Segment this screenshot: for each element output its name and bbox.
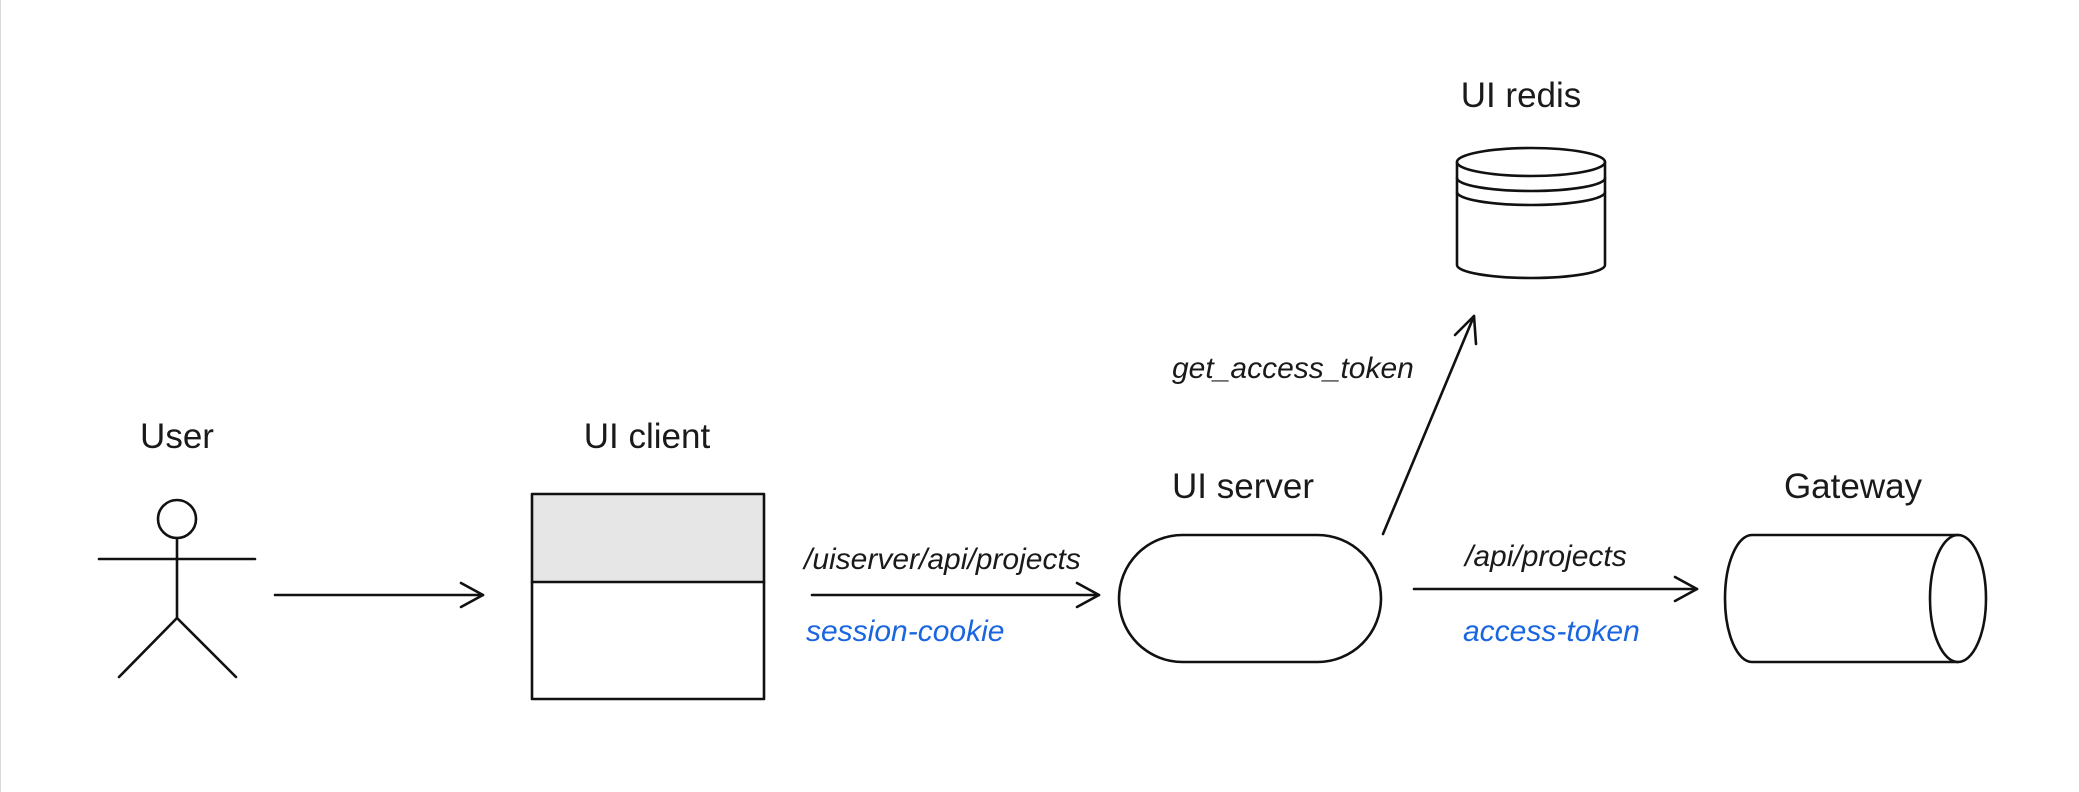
database-icon xyxy=(1455,146,1607,280)
server-to-gateway-sublabel: access-token xyxy=(1463,615,1640,648)
ui-redis-label: UI redis xyxy=(1461,76,1582,115)
ui-server-shape xyxy=(1117,533,1383,664)
ui-client-header xyxy=(532,494,764,582)
gateway-label: Gateway xyxy=(1784,467,1923,506)
gateway-cylinder-icon xyxy=(1723,533,1988,664)
edge-server-to-gateway: /api/projects access-token xyxy=(1412,540,1699,648)
client-to-server-label: /uiserver/api/projects xyxy=(802,543,1081,576)
ui-server-node: UI server xyxy=(1117,467,1383,664)
arrow-server-to-gateway xyxy=(1412,575,1699,603)
ui-redis-node: UI redis xyxy=(1455,76,1607,280)
ui-server-label: UI server xyxy=(1172,467,1314,506)
edge-client-to-server: /uiserver/api/projects session-cookie xyxy=(802,543,1101,648)
server-to-gateway-label: /api/projects xyxy=(1463,540,1627,573)
edge-server-to-redis: get_access_token xyxy=(1172,314,1478,536)
server-to-redis-label: get_access_token xyxy=(1172,352,1414,385)
user-node: User xyxy=(97,417,257,679)
client-to-server-sublabel: session-cookie xyxy=(806,615,1004,648)
user-label: User xyxy=(140,417,214,456)
arrow-client-to-server xyxy=(810,581,1101,609)
ui-client-window-icon xyxy=(530,492,766,701)
arrow-user-to-client xyxy=(273,581,485,609)
ui-client-label: UI client xyxy=(584,417,711,456)
user-actor-icon xyxy=(97,498,257,679)
arrow-server-to-redis xyxy=(1381,314,1478,536)
canvas-border xyxy=(0,0,1,792)
ui-client-node: UI client xyxy=(530,417,766,701)
gateway-node: Gateway xyxy=(1723,467,1988,664)
